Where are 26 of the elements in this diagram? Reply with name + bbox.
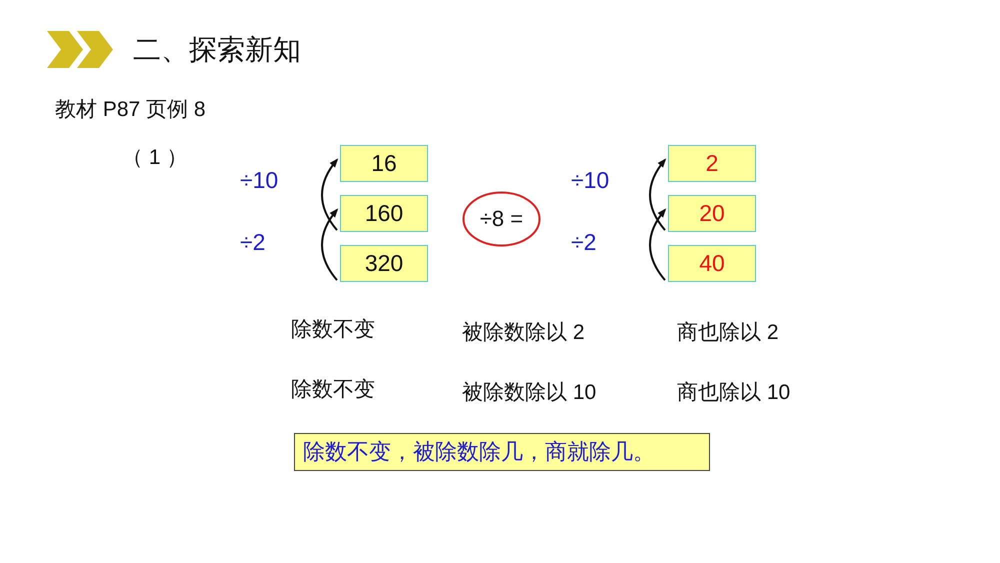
number-box: 320 bbox=[340, 245, 428, 282]
rule-text: 被除数除以 2 bbox=[462, 322, 585, 343]
curved-arrow bbox=[321, 208, 338, 281]
divisor-text: ÷8 = bbox=[478, 206, 524, 232]
number-box: 2 bbox=[668, 145, 756, 182]
section-title: 二、探索新知 bbox=[133, 36, 301, 64]
edge-label: ÷10 bbox=[571, 169, 610, 192]
source-note: 教材 P87 页例 8 bbox=[55, 99, 206, 120]
curved-arrow bbox=[649, 208, 666, 281]
number-box: 160 bbox=[340, 195, 428, 232]
divisor-ellipse bbox=[462, 191, 541, 247]
curved-arrow bbox=[321, 158, 338, 231]
rule-text: 除数不变 bbox=[291, 319, 375, 340]
edge-label: ÷10 bbox=[240, 169, 278, 192]
part-number: （ 1 ） bbox=[122, 147, 188, 168]
edge-label: ÷2 bbox=[240, 231, 266, 254]
rule-text: 被除数除以 10 bbox=[462, 382, 596, 403]
curved-arrow bbox=[649, 158, 666, 231]
rule-text: 商也除以 2 bbox=[677, 322, 779, 343]
number-box: 40 bbox=[668, 245, 756, 282]
rule-text: 商也除以 10 bbox=[677, 382, 790, 403]
number-box: 20 bbox=[668, 195, 756, 232]
edge-label: ÷2 bbox=[571, 231, 596, 254]
rule-text: 除数不变 bbox=[291, 379, 375, 400]
rule-statement-box: 除数不变，被除数除几，商就除几。 bbox=[294, 433, 710, 471]
number-box: 16 bbox=[340, 145, 428, 182]
